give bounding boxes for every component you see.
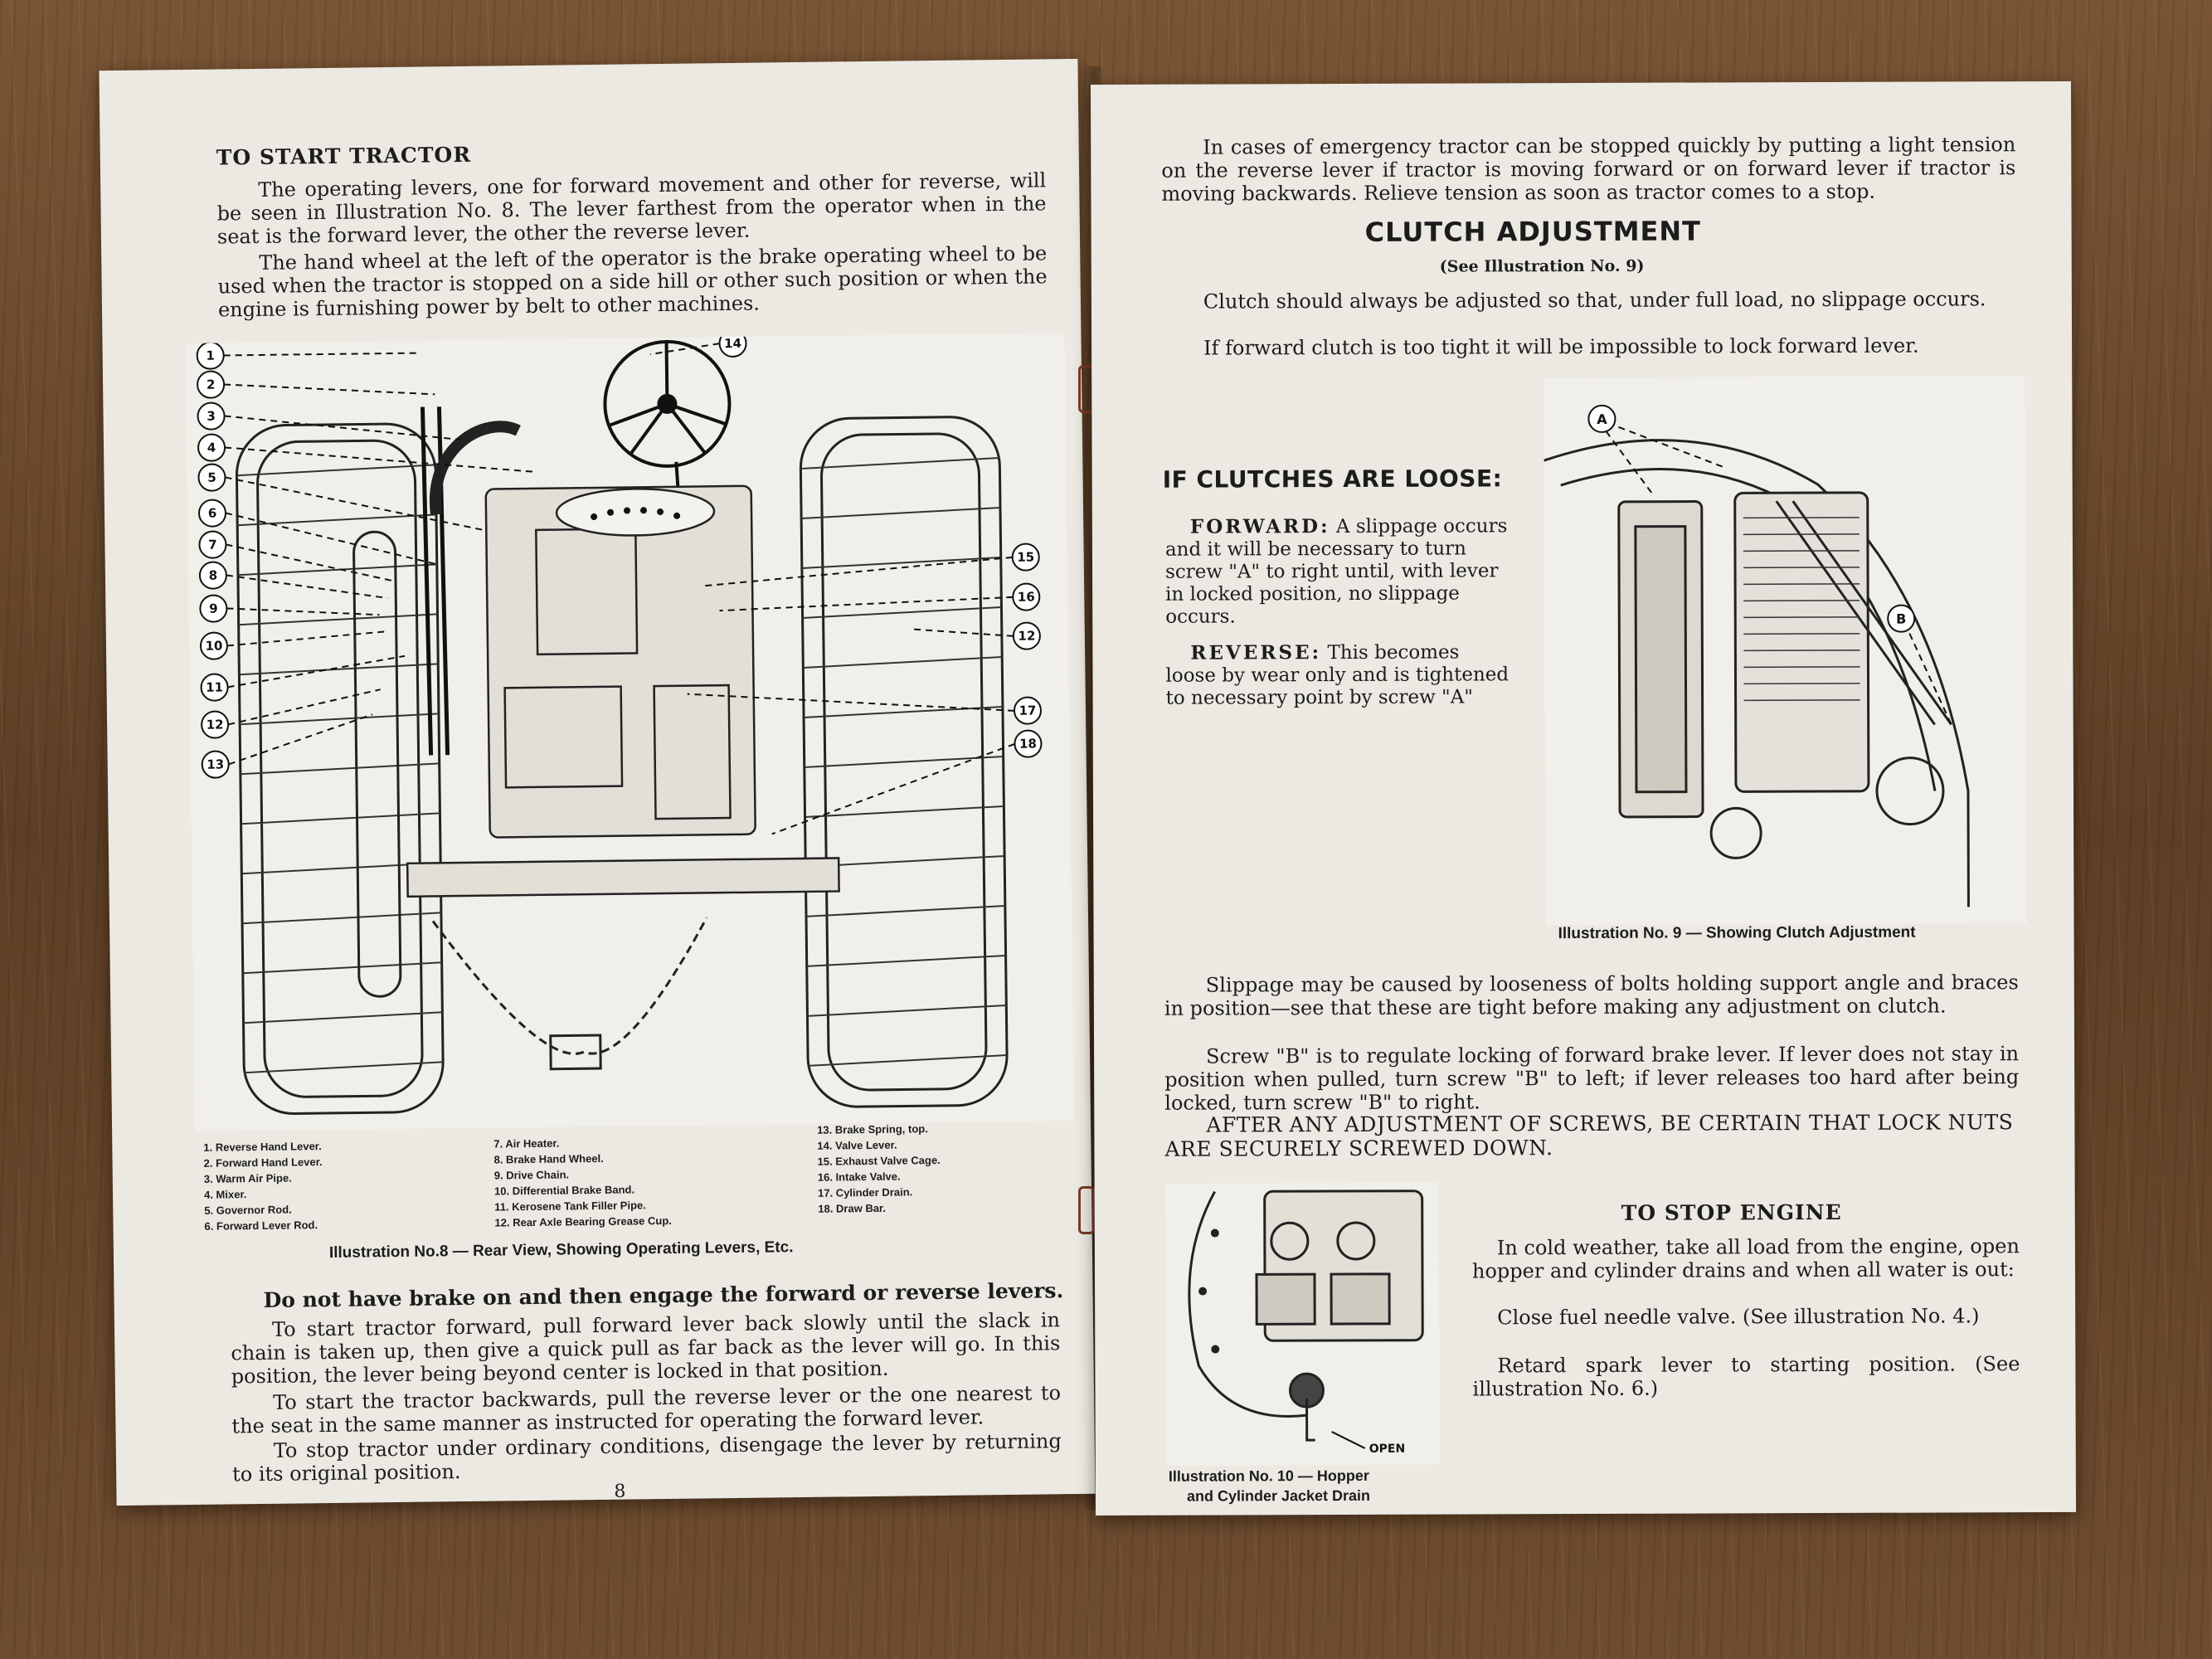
start-forward-para: To start tractor forward, pull forward l… — [231, 1308, 1061, 1389]
stop-engine-para-2: Close fuel needle valve. (See illustrati… — [1497, 1304, 1980, 1330]
clutch-para-1: Clutch should always be adjusted so that… — [1203, 287, 1986, 314]
clutch-para-2: If forward clutch is too tight it will b… — [1203, 333, 1919, 360]
clutch-see-illustration: (See Illustration No. 9) — [1439, 256, 1645, 276]
illustration-8-caption: Illustration No.8 — Rear View, Showing O… — [328, 1238, 794, 1262]
illustration-10-caption-line-2: and Cylinder Jacket Drain — [1186, 1486, 1371, 1505]
reverse-label: REVERSE: — [1190, 641, 1322, 664]
screw-a-label: A — [1597, 411, 1607, 427]
legend-column-1: 1. Reverse Hand Lever. 2. Forward Hand L… — [203, 1136, 478, 1234]
staple-bottom — [1078, 1186, 1095, 1234]
left-page: TO START TRACTOR The operating levers, o… — [99, 58, 1096, 1506]
callout-16: 16 — [1018, 590, 1035, 605]
callout-1: 1 — [206, 348, 215, 363]
start-tractor-heading: TO START TRACTOR — [216, 142, 472, 170]
clutch-drawing: A B — [1544, 404, 1970, 907]
tractor-drawing: 1 2 3 4 5 6 7 8 9 10 11 12 13 14 15 16 1… — [196, 328, 1043, 1115]
callout-10: 10 — [205, 639, 222, 654]
callout-3: 3 — [207, 409, 216, 424]
clutches-loose-heading: IF CLUTCHES ARE LOOSE: — [1162, 465, 1503, 494]
screw-b-label: B — [1896, 611, 1906, 627]
callout-4: 4 — [207, 440, 216, 455]
stop-tractor-para: To stop tractor under ordinary condition… — [231, 1429, 1062, 1486]
slippage-para: Slippage may be caused by looseness of b… — [1164, 971, 2019, 1020]
page-number: 8 — [614, 1481, 626, 1502]
illustration-9-caption: Illustration No. 9 — Showing Clutch Adju… — [1558, 923, 1916, 943]
brake-warning: Do not have brake on and then engage the… — [263, 1278, 1064, 1312]
stop-engine-para-3: Retard spark lever to starting position.… — [1472, 1352, 2020, 1401]
callout-2: 2 — [207, 377, 216, 392]
callout-8: 8 — [209, 568, 218, 583]
start-tractor-para-1: The operating levers, one for forward mo… — [216, 168, 1047, 249]
callout-12-left: 12 — [207, 717, 224, 732]
legend-column-2: 7. Air Heater. 8. Brake Hand Wheel. 9. D… — [493, 1132, 776, 1230]
open-label: OPEN — [1369, 1443, 1406, 1456]
illustration-10-caption-line-1: Illustration No. 10 — Hopper — [1168, 1467, 1369, 1485]
callout-12-right: 12 — [1018, 629, 1035, 644]
legend-item: 6. Forward Lever Rod. — [204, 1219, 318, 1233]
start-tractor-para-2: The hand wheel at the left of the operat… — [217, 241, 1048, 322]
stop-engine-heading: TO STOP ENGINE — [1621, 1199, 1842, 1225]
illustration-9-clutch: A B — [1544, 376, 2027, 926]
callout-17: 17 — [1018, 703, 1036, 718]
callout-15: 15 — [1017, 550, 1034, 565]
callout-13: 13 — [207, 757, 224, 771]
hopper-drain-drawing: OPEN — [1188, 1190, 1424, 1456]
callout-7: 7 — [208, 538, 217, 552]
reverse-instruction: REVERSE: This becomes loose by wear only… — [1165, 640, 1514, 709]
legend-item: 18. Draw Bar. — [818, 1201, 887, 1215]
legend-item: 12. Rear Axle Bearing Grease Cup. — [494, 1214, 672, 1229]
forward-label: FORWARD: — [1189, 515, 1330, 538]
stop-engine-para-1: In cold weather, take all load from the … — [1471, 1234, 2020, 1283]
emergency-stop-para: In cases of emergency tractor can be sto… — [1161, 133, 2016, 206]
callout-9: 9 — [209, 601, 218, 616]
lock-nuts-warning: AFTER ANY ADJUSTMENT OF SCREWS, BE CERTA… — [1164, 1110, 2014, 1161]
forward-instruction: FORWARD: A slippage occurs and it will b… — [1165, 514, 1514, 628]
start-backwards-para: To start the tractor backwards, pull the… — [231, 1381, 1062, 1438]
clutch-adjustment-heading: CLUTCH ADJUSTMENT — [1364, 215, 1702, 248]
illustration-8-tractor-rear-view: 1 2 3 4 5 6 7 8 9 10 11 12 13 14 15 16 1… — [185, 328, 1075, 1131]
illustration-10-hopper-drain: OPEN — [1164, 1182, 1440, 1466]
legend-column-3: 13. Brake Spring, top. 14. Valve Lever. … — [817, 1119, 1067, 1217]
callout-11: 11 — [206, 680, 223, 695]
right-page: In cases of emergency tractor can be sto… — [1090, 80, 2077, 1516]
callout-5: 5 — [207, 470, 216, 485]
callout-18: 18 — [1019, 737, 1037, 752]
screw-b-para: Screw "B" is to regulate locking of forw… — [1164, 1042, 2020, 1115]
callout-14: 14 — [724, 336, 741, 351]
callout-6: 6 — [208, 506, 217, 521]
